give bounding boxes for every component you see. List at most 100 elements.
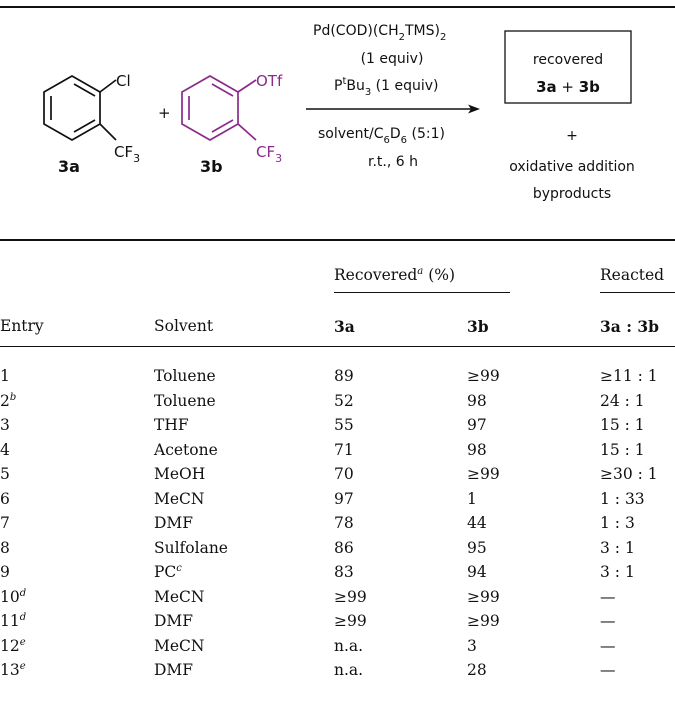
table-cell-solvent: MeCN [154,637,204,655]
cell-value: 1 [0,367,10,386]
reaction-arrow [306,104,480,114]
cell-value: 83 [334,563,354,581]
cell-value: 11 [0,612,20,631]
byproducts-line1: oxidative addition [509,159,635,175]
table-cell-b: 28 [467,661,487,679]
product-box [504,30,632,104]
reactant-3a-label: 3a [58,157,80,176]
cell-value: ≥99 [467,367,500,385]
table-cell-entry: 10d [0,588,26,606]
table-cell-b: ≥99 [467,367,500,385]
cell-value: MeCN [154,636,205,655]
table-cell-entry: 4 [0,441,10,459]
table-cell-ratio: 15 : 1 [600,416,645,434]
cell-value: 3 [0,416,10,435]
table-cell-solvent: Sulfolane [154,539,228,557]
cell-value: MeCN [154,587,205,606]
reactant-3b-otf: OTf [256,72,283,90]
column-header-entry: Entry [0,317,44,335]
cell-value: MeCN [154,489,205,508]
cell-value: MeOH [154,465,206,484]
table-cell-entry: 13e [0,661,26,679]
table-cell-a: 52 [334,392,354,410]
table-cell-entry: 8 [0,539,10,557]
cell-value: 98 [467,391,487,410]
table-cell-a: 78 [334,514,354,532]
table-cell-b: 97 [467,416,487,434]
cell-value: n.a. [334,661,364,679]
cell-value: 1 : 33 [600,489,645,508]
footnote-marker: d [19,587,27,599]
footnote-marker-a: a [417,266,424,277]
cell-value: — [600,661,616,679]
table-cell-ratio: — [600,637,616,655]
cell-value: 52 [334,391,354,410]
footnote-marker: e [19,636,26,648]
table-cell-ratio: — [600,612,616,630]
table-cell-b: 98 [467,392,487,410]
cell-value: 2 [0,391,10,410]
cell-value: 89 [334,367,354,385]
header-bottom-rule [0,346,675,348]
cell-value: ≥30 : 1 [600,465,658,483]
product-box-compounds: 3a + 3b [536,78,600,96]
table-cell-solvent: Toluene [154,367,216,385]
top-rule [0,6,675,8]
cell-value: 28 [467,661,487,679]
cell-value: 97 [334,489,354,508]
table-cell-ratio: 3 : 1 [600,539,635,557]
table-cell-solvent: MeCN [154,588,204,606]
table-cell-ratio: ≥11 : 1 [600,367,658,385]
product-box-recovered: recovered [533,52,603,68]
footnote-marker: e [19,661,26,672]
table-cell-solvent: DMF [154,514,193,532]
plus-sign-1: + [158,104,171,122]
cell-value: 95 [467,538,487,557]
cell-value: Acetone [154,440,218,459]
scheme-bottom-rule [0,239,675,241]
cell-value: 15 : 1 [600,440,645,459]
table-cell-b: 98 [467,441,487,459]
footnote-marker: d [19,612,27,623]
table-cell-a: 83 [334,563,354,581]
cell-value: 9 [0,563,10,582]
cell-value: ≥11 : 1 [600,367,658,385]
column-header-solvent: Solvent [154,317,214,335]
cell-value: 24 : 1 [600,391,645,410]
cell-value: 1 [467,489,477,508]
table-cell-b: 1 [467,490,477,508]
table-cell-a: 89 [334,367,354,385]
recovered-underline [334,292,510,294]
reactant-3a-structure [43,75,117,141]
cell-value: DMF [154,514,194,533]
reactant-3a-cf3: CF3 [114,143,140,165]
cell-value: 4 [0,440,10,459]
table-cell-entry: 1 [0,367,10,385]
cell-value: 1 : 3 [600,514,635,532]
table-cell-a: n.a. [334,661,363,679]
cell-value: 6 [0,489,10,508]
cell-value: 3 : 1 [600,563,635,581]
table-row: 6 MeCN 97 1 1 : 33 [0,490,675,514]
byproducts-line2: byproducts [533,186,611,202]
footnote-marker: b [9,391,17,403]
cell-value: 10 [0,587,20,606]
table-cell-a: n.a. [334,637,363,655]
cell-value: — [600,587,616,606]
table-cell-a: 71 [334,441,354,459]
table-cell-entry: 11d [0,612,26,630]
table-cell-entry: 3 [0,416,10,434]
cell-value: ≥99 [334,612,367,630]
reacted-underline [600,292,675,294]
table-cell-solvent: Acetone [154,441,218,459]
reactant-3b-cf3: CF3 [256,143,282,165]
reaction-scheme: Cl CF3 3a + OTf CF3 3b Pd(COD)(CH2TMS)2 … [43,23,635,202]
table-cell-a: ≥99 [334,612,367,630]
cell-value: Toluene [154,367,216,386]
